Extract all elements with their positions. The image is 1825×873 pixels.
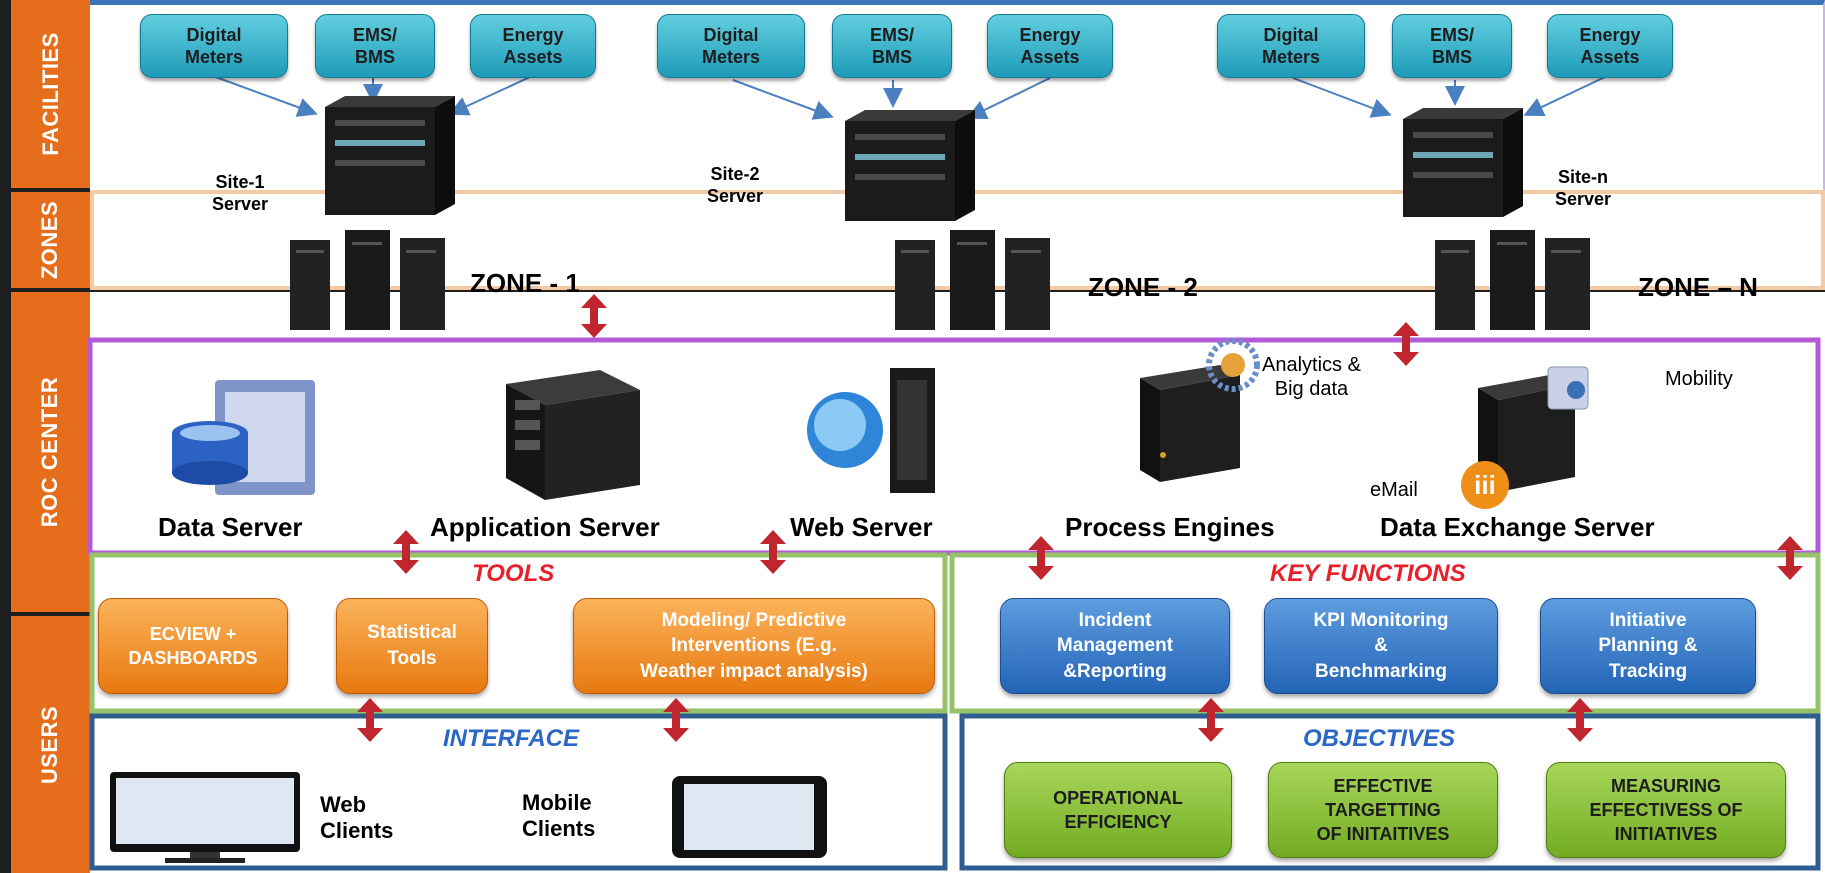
tools-border xyxy=(89,552,948,714)
site-1-server-icon xyxy=(325,96,455,215)
site1-energy-assets-box: Energy Assets xyxy=(470,14,596,78)
tools-title: TOOLS xyxy=(472,560,555,587)
email-label: eMail xyxy=(1370,479,1418,501)
double-arrow xyxy=(393,530,419,574)
web-clients-label: Web Clients xyxy=(320,792,394,844)
kpi-monitoring-box: KPI Monitoring & Benchmarking xyxy=(1264,598,1498,694)
application-server-icon xyxy=(506,370,640,500)
siten-ems-bms-box: EMS/ BMS xyxy=(1392,14,1512,78)
process-engines-label: Process Engines xyxy=(1065,512,1275,542)
effective-targetting-box: EFFECTIVE TARGETTING OF INITAITIVES xyxy=(1268,762,1498,858)
double-arrow xyxy=(1028,536,1054,580)
site-2-server-icon xyxy=(845,110,975,221)
ecview-dashboards-box: ECVIEW + DASHBOARDS xyxy=(98,598,288,694)
web-client-monitor-icon xyxy=(110,772,300,863)
key-functions-border xyxy=(949,552,1821,714)
site-n-server-label: Site-n Server xyxy=(1554,167,1612,209)
sidebar-zones: ZONES xyxy=(11,192,90,288)
web-server-icon xyxy=(807,368,935,493)
email-icon: iii xyxy=(1461,461,1509,509)
site-1-server-label: Site-1 Server xyxy=(211,172,269,214)
incident-management-box: Incident Management &Reporting xyxy=(1000,598,1230,694)
double-arrow xyxy=(1198,698,1224,742)
data-exchange-server-icon xyxy=(1478,366,1589,492)
statistical-tools-box: Statistical Tools xyxy=(336,598,488,694)
measuring-effectivess-box: MEASURING EFFECTIVESS OF INITIATIVES xyxy=(1546,762,1786,858)
analytics-label: Analytics & Big data xyxy=(1262,354,1361,400)
zone-n-label: ZONE – N xyxy=(1638,272,1758,302)
interface-title: INTERFACE xyxy=(443,725,580,752)
double-arrow xyxy=(1777,536,1803,580)
double-arrow xyxy=(1393,322,1419,366)
zone-1-servers-icon xyxy=(290,230,445,330)
svg-text:iii: iii xyxy=(1474,470,1496,500)
arrow-site1-meters xyxy=(212,75,318,117)
double-arrow xyxy=(1567,698,1593,742)
operational-efficiency-box: OPERATIONAL EFFICIENCY xyxy=(1004,762,1232,858)
arrow-site2-meters xyxy=(732,79,834,120)
data-server-label: Data Server xyxy=(158,512,303,542)
data-exchange-server-label: Data Exchange Server xyxy=(1380,512,1655,542)
double-arrow xyxy=(663,698,689,742)
site1-ems-bms-box: EMS/ BMS xyxy=(315,14,435,78)
zone-1-label: ZONE - 1 xyxy=(470,268,580,298)
zone-2-label: ZONE - 2 xyxy=(1088,272,1198,302)
zone-n-servers-icon xyxy=(1435,230,1590,330)
zone-2-servers-icon xyxy=(895,230,1050,330)
arrow-site2-assets xyxy=(966,77,1051,119)
site1-digital-meters-box: Digital Meters xyxy=(140,14,288,78)
double-arrow xyxy=(357,698,383,742)
site2-digital-meters-box: Digital Meters xyxy=(657,14,805,78)
data-server-icon xyxy=(172,380,315,495)
site-2-server-label: Site-2 Server xyxy=(706,164,764,206)
red-arrows xyxy=(357,294,1803,742)
interface-border xyxy=(89,713,948,871)
objectives-title: OBJECTIVES xyxy=(1303,725,1456,752)
modeling-predictive-box: Modeling/ Predictive Interventions (E.g.… xyxy=(573,598,935,694)
web-server-label: Web Server xyxy=(790,512,933,542)
sidebar-users: USERS xyxy=(11,616,90,873)
site2-ems-bms-box: EMS/ BMS xyxy=(832,14,952,78)
mobility-label: Mobility xyxy=(1665,368,1733,390)
application-server-label: Application Server xyxy=(430,512,660,542)
site2-energy-assets-box: Energy Assets xyxy=(987,14,1113,78)
arrow-siten-meters xyxy=(1292,77,1392,118)
arrow-site1-assets xyxy=(448,76,531,116)
site-n-server-icon xyxy=(1403,108,1523,217)
siten-digital-meters-box: Digital Meters xyxy=(1217,14,1365,78)
process-engines-icon xyxy=(1140,365,1240,482)
sidebar-roc-center: ROC CENTER xyxy=(11,292,90,612)
analytics-icon xyxy=(1206,338,1260,392)
key-functions-title: KEY FUNCTIONS xyxy=(1270,560,1466,587)
mobile-clients-label: Mobile Clients xyxy=(522,790,596,842)
double-arrow xyxy=(760,530,786,574)
objectives-border xyxy=(959,713,1821,871)
initiative-planning-box: Initiative Planning & Tracking xyxy=(1540,598,1756,694)
mobile-client-tablet-icon xyxy=(672,776,827,858)
double-arrow xyxy=(581,294,607,338)
siten-energy-assets-box: Energy Assets xyxy=(1547,14,1673,78)
arrow-siten-assets xyxy=(1523,76,1606,117)
sidebar-facilities: FACILITIES xyxy=(11,0,90,188)
